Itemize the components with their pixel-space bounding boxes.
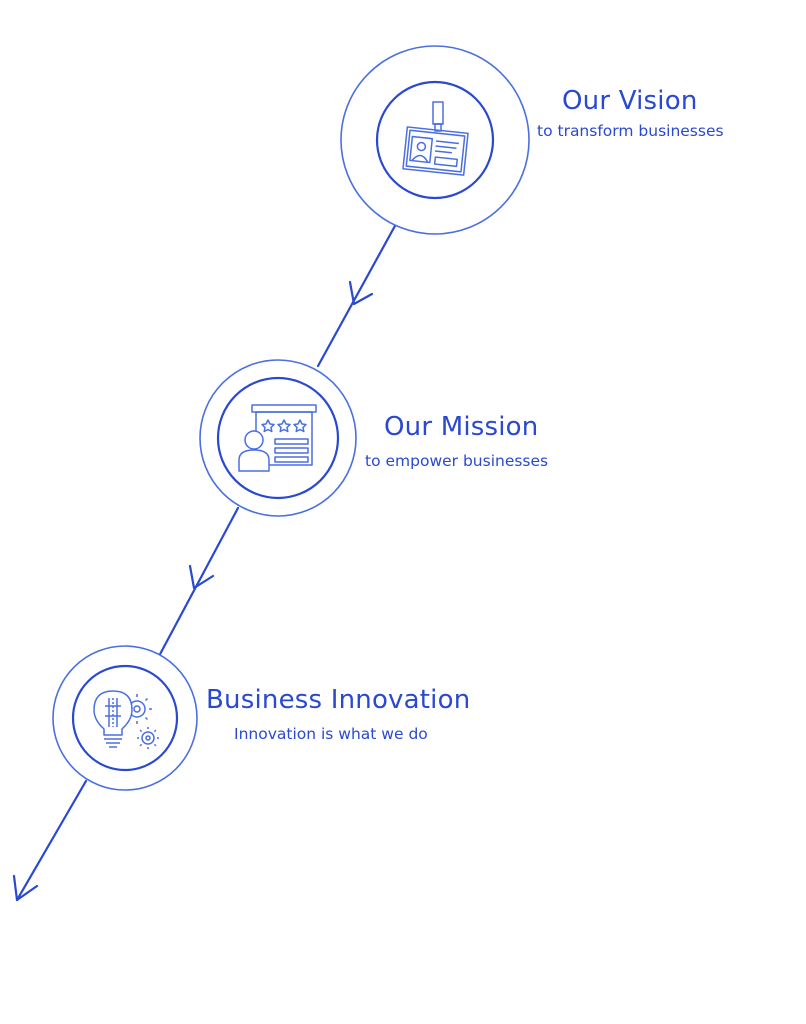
mission-title: Our Mission (384, 412, 539, 442)
innovation-title: Business Innovation (206, 685, 471, 715)
arrow-head-icon (348, 280, 374, 306)
arrow-head-icon (188, 564, 215, 590)
vision-title: Our Vision (562, 86, 698, 116)
mission-node (199, 359, 357, 517)
lightbulb-gears-icon (93, 690, 159, 749)
presentation-rating-icon (238, 404, 317, 472)
mission-subtitle: to empower businesses (365, 452, 549, 470)
vision-node (340, 45, 530, 235)
connector-innovation-out (12, 779, 88, 902)
vision-subtitle: to transform businesses (537, 122, 724, 140)
innovation-subtitle: Innovation is what we do (234, 725, 428, 743)
id-badge-icon (402, 101, 469, 176)
arrow-head-icon (12, 874, 39, 902)
connector-mission-to-innovation (156, 506, 240, 660)
connector-vision-to-mission (316, 222, 398, 368)
innovation-node (52, 645, 198, 791)
